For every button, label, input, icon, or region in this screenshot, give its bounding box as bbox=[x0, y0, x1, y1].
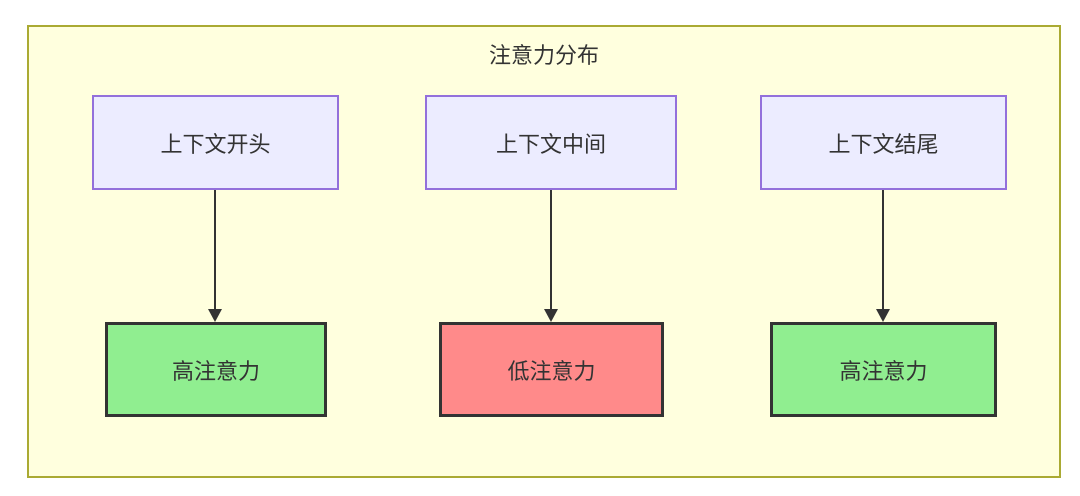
node-attention-high-1-label: 高注意力 bbox=[171, 358, 260, 384]
subgraph-attention-distribution: 注意力分布 上下文开头 高注意力 上下文中间 低注意力 上下文结尾 bbox=[27, 25, 1061, 478]
subgraph-title: 注意力分布 bbox=[488, 43, 599, 68]
arrow-line bbox=[550, 190, 552, 309]
node-context-middle: 上下文中间 bbox=[425, 95, 677, 190]
arrow-middle-to-low bbox=[544, 190, 558, 322]
node-context-end: 上下文结尾 bbox=[760, 95, 1007, 190]
node-attention-high-1: 高注意力 bbox=[105, 322, 327, 417]
arrow-end-to-high bbox=[876, 190, 890, 322]
arrow-head-icon bbox=[208, 309, 222, 322]
node-context-end-label: 上下文结尾 bbox=[828, 131, 939, 157]
arrow-line bbox=[882, 190, 884, 309]
arrow-head-icon bbox=[544, 309, 558, 322]
arrow-head-icon bbox=[876, 309, 890, 322]
arrow-line bbox=[214, 190, 216, 309]
node-attention-low-label: 低注意力 bbox=[507, 358, 596, 384]
node-attention-low: 低注意力 bbox=[439, 322, 664, 417]
node-attention-high-2-label: 高注意力 bbox=[839, 358, 928, 384]
node-context-start: 上下文开头 bbox=[92, 95, 339, 190]
node-context-middle-label: 上下文中间 bbox=[495, 131, 606, 157]
node-attention-high-2: 高注意力 bbox=[770, 322, 997, 417]
arrow-start-to-high bbox=[208, 190, 222, 322]
node-context-start-label: 上下文开头 bbox=[160, 131, 271, 157]
